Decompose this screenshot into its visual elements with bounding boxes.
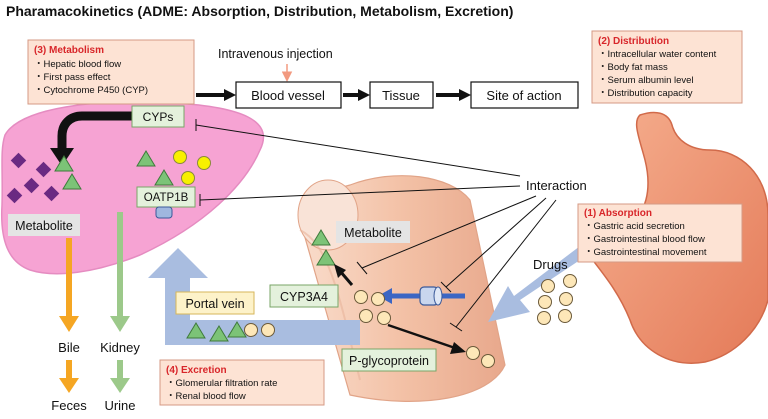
distribution-item: ・Distribution capacity <box>598 88 693 99</box>
pgp-label: P-glycoprotein <box>349 354 429 368</box>
site-of-action-label: Site of action <box>486 88 561 103</box>
blood-vessel-box <box>235 81 342 109</box>
kidney-arrow <box>110 212 130 393</box>
flow-arrows <box>196 89 471 101</box>
excretion-heading: (4) Excretion <box>166 365 227 376</box>
diagram-title: Pharamacokinetics (ADME: Absorption, Dis… <box>6 3 513 19</box>
tissue-label: Tissue <box>382 88 420 103</box>
distribution-box <box>591 30 743 104</box>
gut-drugs <box>354 290 391 325</box>
liver-drugs <box>173 150 211 185</box>
absorption-box <box>577 203 743 263</box>
pgp-box <box>341 348 437 372</box>
oatp1b-label: OATP1B <box>144 192 189 204</box>
portal-vein-box <box>175 291 255 315</box>
metabolism-item: ・Cytochrome P450 (CYP) <box>34 85 148 96</box>
cyp3a4-label: CYP3A4 <box>280 290 328 304</box>
urine-label: Urine <box>104 398 135 413</box>
absorption-item: ・Gastric acid secretion <box>584 221 685 232</box>
site-of-action-box <box>470 81 579 109</box>
cyps-box <box>131 105 185 128</box>
portal-drugs <box>244 323 275 337</box>
blood-vessel-label: Blood vessel <box>251 88 325 103</box>
liver-metabolite-box <box>8 214 80 236</box>
cyp-curved-arrow <box>57 111 132 152</box>
bile-arrow <box>59 238 79 393</box>
cyp3a4-box <box>269 284 339 308</box>
distribution-item: ・Body fat mass <box>598 62 668 73</box>
distribution-heading: (2) Distribution <box>598 36 669 47</box>
portal-vein-blue-arrow <box>148 248 360 345</box>
gut-metabolite-box <box>336 221 410 243</box>
feces-label: Feces <box>51 398 87 413</box>
intravenous-injection-label: Intravenous injection <box>218 47 333 61</box>
excretion-item: ・Renal blood flow <box>166 391 246 402</box>
metabolism-item: ・Hepatic blood flow <box>34 59 121 70</box>
liver-shape <box>0 101 265 275</box>
oatp-transporter-icon <box>155 206 173 219</box>
stomach-drugs <box>537 274 577 325</box>
kidney-label: Kidney <box>100 340 140 355</box>
excretion-item: ・Glomerular filtration rate <box>166 378 277 389</box>
distribution-item: ・Serum albumin level <box>598 75 694 86</box>
pgp-efflux-arrow <box>387 323 459 351</box>
absorption-item: ・Gastrointestinal blood flow <box>584 234 705 245</box>
absorption-blue-arrow <box>488 240 595 322</box>
cyps-label: CYPs <box>143 110 174 124</box>
portal-vein-label: Portal vein <box>185 297 244 311</box>
liver-metabolite-label: Metabolite <box>15 219 73 233</box>
purple-metabolites <box>6 152 60 204</box>
absorption-heading: (1) Absorption <box>584 208 652 219</box>
interaction-label: Interaction <box>526 178 587 193</box>
absorption-item: ・Gastrointestinal movement <box>584 247 707 258</box>
efflux-drugs <box>466 346 495 368</box>
bile-label: Bile <box>58 340 80 355</box>
interaction-lines <box>195 119 557 332</box>
liver-triangles <box>54 150 174 190</box>
gut-metabolite-label: Metabolite <box>344 226 402 240</box>
drugs-label: Drugs <box>533 257 568 272</box>
tissue-box <box>369 81 434 109</box>
metabolism-box <box>27 39 195 105</box>
portal-triangles <box>186 321 247 342</box>
distribution-item: ・Intracellular water content <box>598 49 717 60</box>
excretion-box <box>159 359 325 406</box>
metabolism-item: ・First pass effect <box>34 72 111 83</box>
gut-triangles <box>311 229 336 266</box>
metabolism-heading: (3) Metabolism <box>34 45 104 56</box>
transporter-icon <box>419 286 443 306</box>
